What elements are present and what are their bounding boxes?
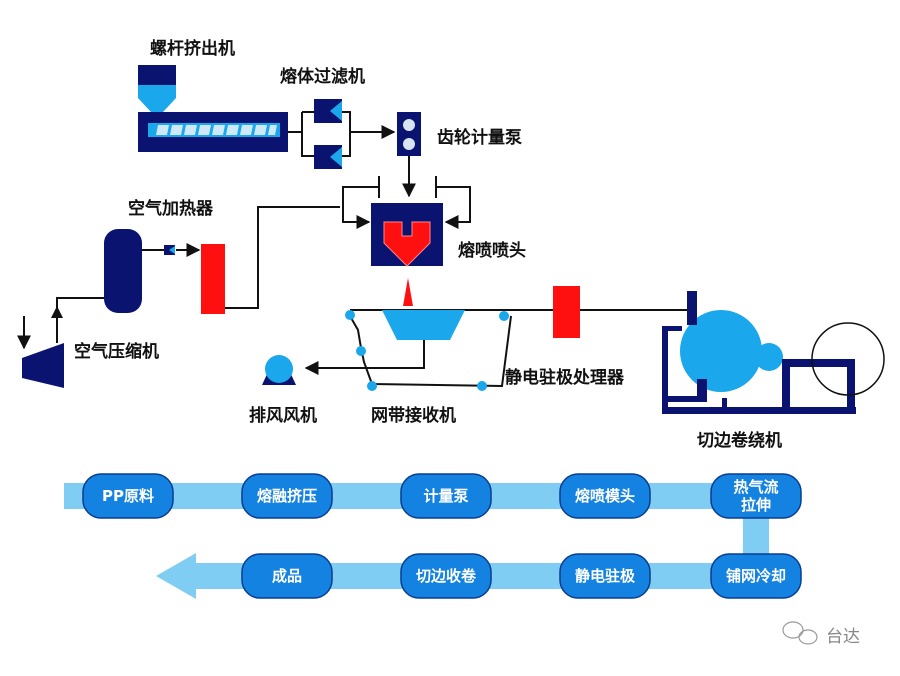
fan-icon bbox=[265, 355, 293, 383]
air-heater bbox=[201, 206, 340, 314]
suction-box bbox=[382, 310, 465, 340]
watermark-text: 台达 bbox=[826, 627, 860, 647]
flow-step-label: 计量泵 bbox=[423, 487, 468, 505]
filter-triangle-icon bbox=[330, 147, 342, 167]
flow-step-top-2: 熔融挤压 bbox=[241, 473, 333, 519]
melt-filter bbox=[288, 99, 396, 169]
gear-icon bbox=[403, 119, 415, 131]
winding-roll bbox=[680, 310, 762, 392]
exhaust-fan bbox=[262, 355, 296, 385]
trim-winder bbox=[662, 291, 885, 414]
roller-icon bbox=[367, 381, 377, 391]
gear-pump bbox=[397, 112, 421, 198]
flow-step-box bbox=[241, 473, 333, 519]
flow-step-label: 拉伸 bbox=[741, 496, 771, 514]
flow-step-box bbox=[400, 553, 492, 599]
air-compressor bbox=[17, 297, 104, 388]
flow-step-label: PP原料 bbox=[102, 487, 154, 505]
flow-step-box bbox=[82, 473, 174, 519]
roller-icon bbox=[345, 310, 355, 320]
flow-step-label: 熔融挤压 bbox=[257, 487, 317, 505]
flow-step-bottom-1: 铺网冷却 bbox=[710, 553, 802, 599]
flow-step-box bbox=[559, 553, 651, 599]
flow-step-top-1: PP原料 bbox=[82, 473, 174, 519]
flow-step-label: 热气流 bbox=[733, 478, 778, 496]
label-meltblown-die: 熔喷喷头 bbox=[458, 240, 526, 261]
meltblown-die bbox=[342, 176, 471, 306]
hopper-top bbox=[138, 65, 176, 85]
wechat-icon bbox=[782, 621, 818, 645]
mesh-belt-receiver bbox=[304, 309, 690, 391]
compressor-icon bbox=[22, 343, 64, 388]
flow-step-top-4: 熔喷模头 bbox=[559, 473, 651, 519]
roller-icon bbox=[477, 381, 487, 391]
label-gear-pump: 齿轮计量泵 bbox=[437, 127, 522, 148]
flow-step-bottom-4: 成品 bbox=[241, 553, 333, 599]
flow-step-top-3: 计量泵 bbox=[400, 473, 492, 519]
flow-step-bottom-3: 切边收卷 bbox=[400, 553, 492, 599]
gear-icon bbox=[403, 138, 415, 150]
electret-processor bbox=[553, 286, 580, 338]
flow-arrow-head-icon bbox=[156, 553, 196, 599]
label-air-heater: 空气加热器 bbox=[128, 198, 214, 219]
screw-extruder bbox=[138, 65, 288, 152]
flow-step-box bbox=[559, 473, 651, 519]
air-tank bbox=[104, 229, 201, 313]
label-melt-filter: 熔体过滤机 bbox=[280, 66, 365, 87]
label-trim-winder: 切边卷绕机 bbox=[697, 430, 782, 451]
roller-icon bbox=[356, 346, 366, 356]
flow-step-label: 切边收卷 bbox=[416, 567, 477, 585]
watermark: 台达 bbox=[782, 621, 860, 647]
hopper-icon bbox=[138, 85, 176, 112]
screw-flights bbox=[156, 125, 277, 135]
flow-step-label: 静电驻极 bbox=[575, 567, 636, 585]
nip-roll bbox=[755, 343, 783, 371]
filter-triangle-icon bbox=[330, 101, 342, 121]
flow-step-label: 成品 bbox=[272, 567, 302, 585]
fiber-jet bbox=[403, 278, 413, 306]
flow-step-label: 铺网冷却 bbox=[726, 567, 786, 585]
flow-step-box bbox=[710, 473, 802, 519]
label-electret-processor: 静电驻极处理器 bbox=[505, 367, 625, 388]
product-roll bbox=[811, 322, 885, 396]
label-mesh-belt-receiver: 网带接收机 bbox=[371, 405, 456, 426]
flow-step-label: 熔喷模头 bbox=[575, 487, 635, 505]
roller-icon bbox=[499, 311, 509, 321]
flow-step-box bbox=[710, 553, 802, 599]
label-air-compressor: 空气压缩机 bbox=[74, 341, 159, 362]
flow-step-bottom-2: 静电驻极 bbox=[559, 553, 651, 599]
flow-step-box bbox=[400, 473, 492, 519]
flow-step-box bbox=[241, 553, 333, 599]
label-exhaust-fan: 排风风机 bbox=[249, 405, 317, 426]
label-screw-extruder: 螺杆挤出机 bbox=[150, 38, 235, 59]
